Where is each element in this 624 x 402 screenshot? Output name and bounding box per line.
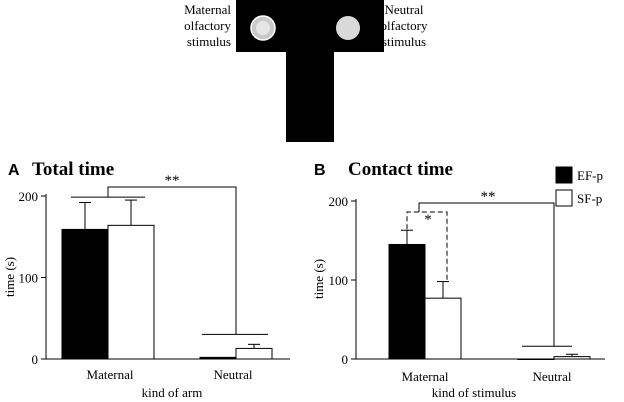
bar-sf-p-neutral: [235, 347, 273, 360]
panel-a-marks: 0 100 200 **: [19, 173, 290, 367]
bar-ef-p-neutral: [199, 356, 237, 360]
neutral-label-line-3: stimulus: [382, 34, 426, 49]
bar-ef-p-neutral: [517, 358, 555, 360]
y-tick-label: 0: [342, 352, 349, 367]
panel-a-letter: A: [8, 162, 20, 179]
neutral-label-line-2: olfactory: [381, 18, 428, 33]
significance-label: **: [481, 189, 496, 205]
legend-swatch-ef-p: [555, 166, 573, 184]
neutral-stimulus-dish-icon: [336, 16, 360, 40]
panel-b-ylabel: time (s): [311, 259, 326, 299]
significance-bracket-ef-vs-sf: [406, 211, 448, 282]
panel-a-ylabel: time (s): [2, 257, 17, 297]
significance-bracket-maternal-vs-neutral: [418, 202, 555, 347]
panel-a-title: Total time: [32, 159, 114, 180]
panel-a-category-maternal: Maternal: [87, 367, 134, 382]
neutral-label-line-1: Neutral: [385, 2, 424, 17]
bar-sf-p-maternal: [424, 297, 462, 360]
significance-label: **: [165, 173, 180, 189]
y-tick-label: 200: [19, 189, 39, 204]
bar-ef-p-maternal: [388, 243, 426, 360]
maternal-label-line-1: Maternal: [184, 2, 231, 17]
maternal-label-line-3: stimulus: [187, 34, 231, 49]
legend-label-sf-p: SF-p: [577, 191, 602, 206]
bar-sf-p-maternal: [107, 224, 155, 360]
maternal-label-line-2: olfactory: [184, 18, 231, 33]
significance-label: *: [424, 212, 432, 228]
legend-swatch-sf-p: [555, 189, 573, 207]
y-tick-label: 200: [329, 194, 349, 209]
panel-b-letter: B: [314, 162, 326, 179]
y-tick-label: 0: [32, 352, 39, 367]
panel-a-xlabel: kind of arm: [142, 385, 203, 400]
panel-a-total-time: A Total time time (s) kind of arm Matern…: [2, 159, 253, 400]
panel-b-title: Contact time: [348, 159, 453, 180]
bar-ef-p-maternal: [61, 228, 109, 360]
panel-a-category-neutral: Neutral: [214, 367, 253, 382]
y-tick-label: 100: [19, 271, 39, 286]
legend-label-ef-p: EF-p: [577, 168, 603, 183]
legend: EF-p SF-p: [555, 166, 603, 207]
t-maze-stem: [286, 50, 334, 142]
significance-bracket-maternal-vs-neutral: [107, 186, 237, 335]
maternal-stimulus-dish-inner-icon: [256, 21, 270, 35]
t-maze-apparatus: Maternal olfactory stimulus Neutral olfa…: [184, 0, 428, 142]
bar-sf-p-neutral: [553, 356, 591, 360]
panel-b-contact-time: B Contact time time (s) kind of stimulus…: [311, 159, 572, 400]
panel-b-category-maternal: Maternal: [402, 369, 449, 384]
y-tick-label: 100: [329, 273, 349, 288]
panel-b-category-neutral: Neutral: [533, 369, 572, 384]
panel-b-xlabel: kind of stimulus: [432, 385, 517, 400]
